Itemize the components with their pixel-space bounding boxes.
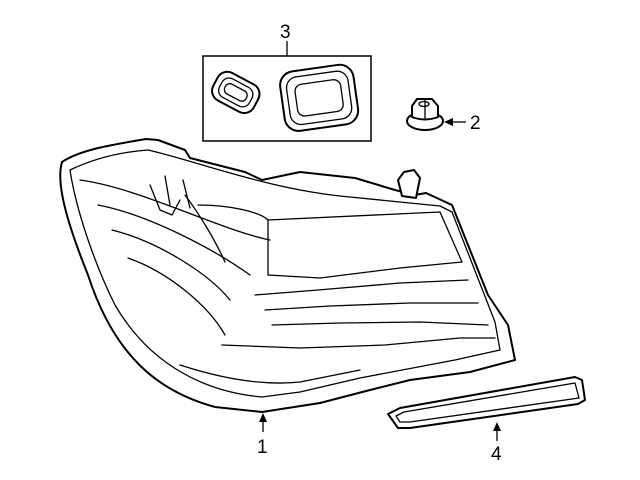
callout-4: 4 xyxy=(491,444,502,465)
callout-2: 2 xyxy=(470,113,481,134)
flange-nut xyxy=(406,98,444,131)
tail-lamp-assembly xyxy=(59,138,516,413)
callout-1: 1 xyxy=(257,437,268,458)
reflector-strip xyxy=(387,376,586,429)
small-gasket xyxy=(211,70,261,115)
large-gasket xyxy=(279,63,360,132)
gasket-set-group: 3 xyxy=(202,22,372,142)
leader-arrow-1 xyxy=(259,413,267,422)
leader-arrow-2 xyxy=(444,118,453,126)
mounting-stud xyxy=(397,169,421,199)
callout-3: 3 xyxy=(280,22,291,43)
leader-arrow-4 xyxy=(493,422,501,431)
